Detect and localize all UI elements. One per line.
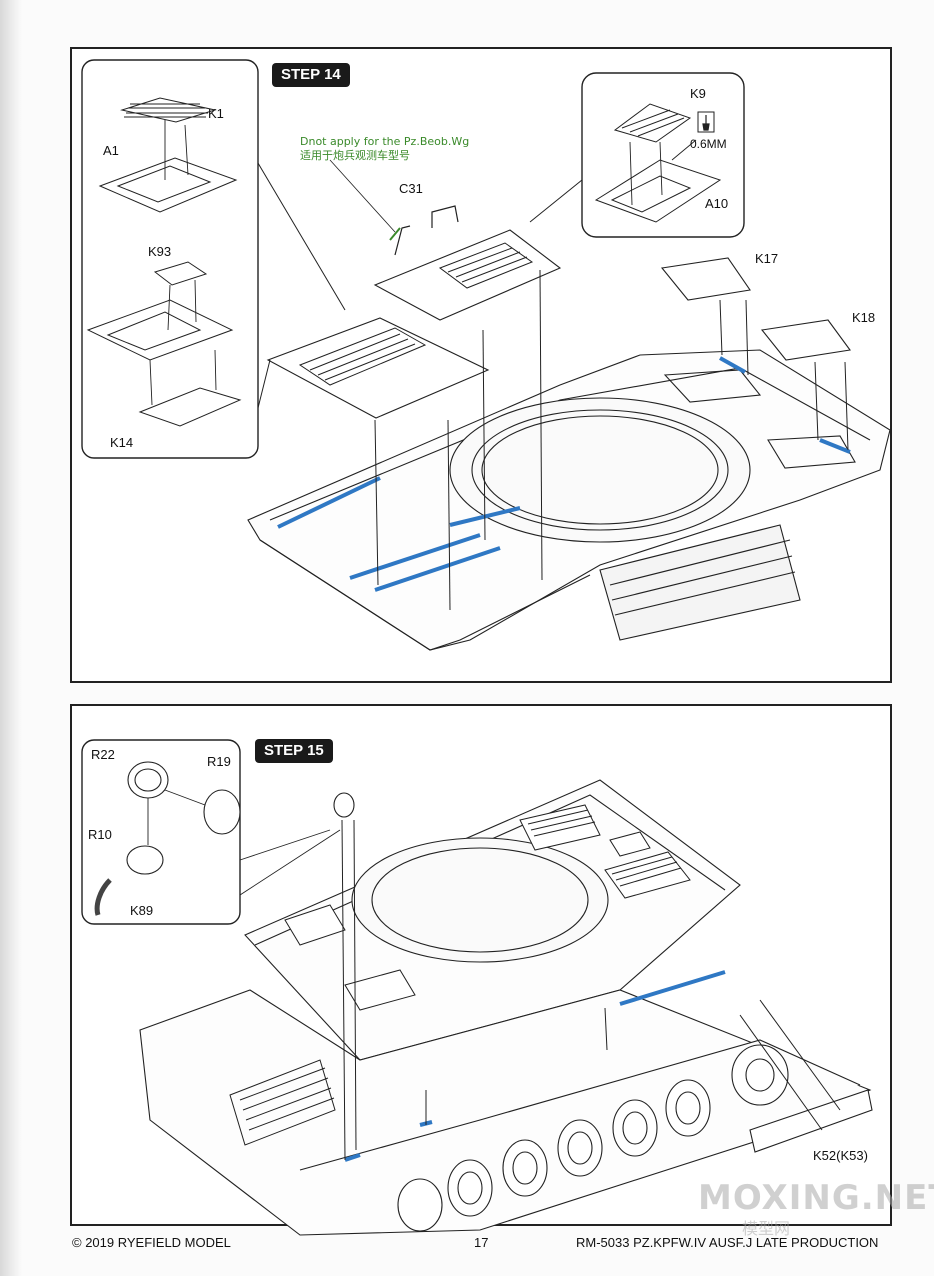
step-14-badge: STEP 14	[272, 63, 350, 87]
part-label-thickness: 0.6MM	[690, 137, 727, 151]
part-label-k1: K1	[208, 106, 224, 121]
step-15-badge: STEP 15	[255, 739, 333, 763]
step-14-note-english: Dnot apply for the Pz.Beob.Wg	[300, 135, 470, 148]
inset-periscope	[81, 739, 241, 925]
part-label-a10: A10	[705, 196, 729, 211]
footer-product: RM-5033 PZ.KPFW.IV AUSF.J LATE PRODUCTIO…	[576, 1235, 879, 1250]
page-binding-shadow	[0, 0, 22, 1276]
inset-left	[81, 59, 259, 459]
knife-icon	[697, 111, 715, 133]
part-label-k93: K93	[148, 244, 172, 259]
part-label-r10: R10	[88, 827, 112, 842]
part-label-k52: K52(K53)	[813, 1148, 868, 1163]
part-label-a1: A1	[103, 143, 119, 158]
part-label-r19: R19	[207, 754, 231, 769]
footer-copyright: © 2019 RYEFIELD MODEL	[72, 1235, 231, 1250]
watermark-sub: 模型网	[742, 1219, 791, 1238]
part-label-k89: K89	[130, 903, 154, 918]
part-label-c31: C31	[399, 181, 423, 196]
part-label-k18: K18	[852, 310, 876, 325]
part-label-k14: K14	[110, 435, 134, 450]
part-label-k17: K17	[755, 251, 779, 266]
part-label-r22: R22	[91, 747, 115, 762]
footer-page-number: 17	[474, 1235, 489, 1250]
step-14-note-chinese: 适用于炮兵观测车型号	[300, 149, 410, 162]
watermark-logo: MOXING.NET	[698, 1178, 934, 1218]
part-label-k9: K9	[690, 86, 706, 101]
